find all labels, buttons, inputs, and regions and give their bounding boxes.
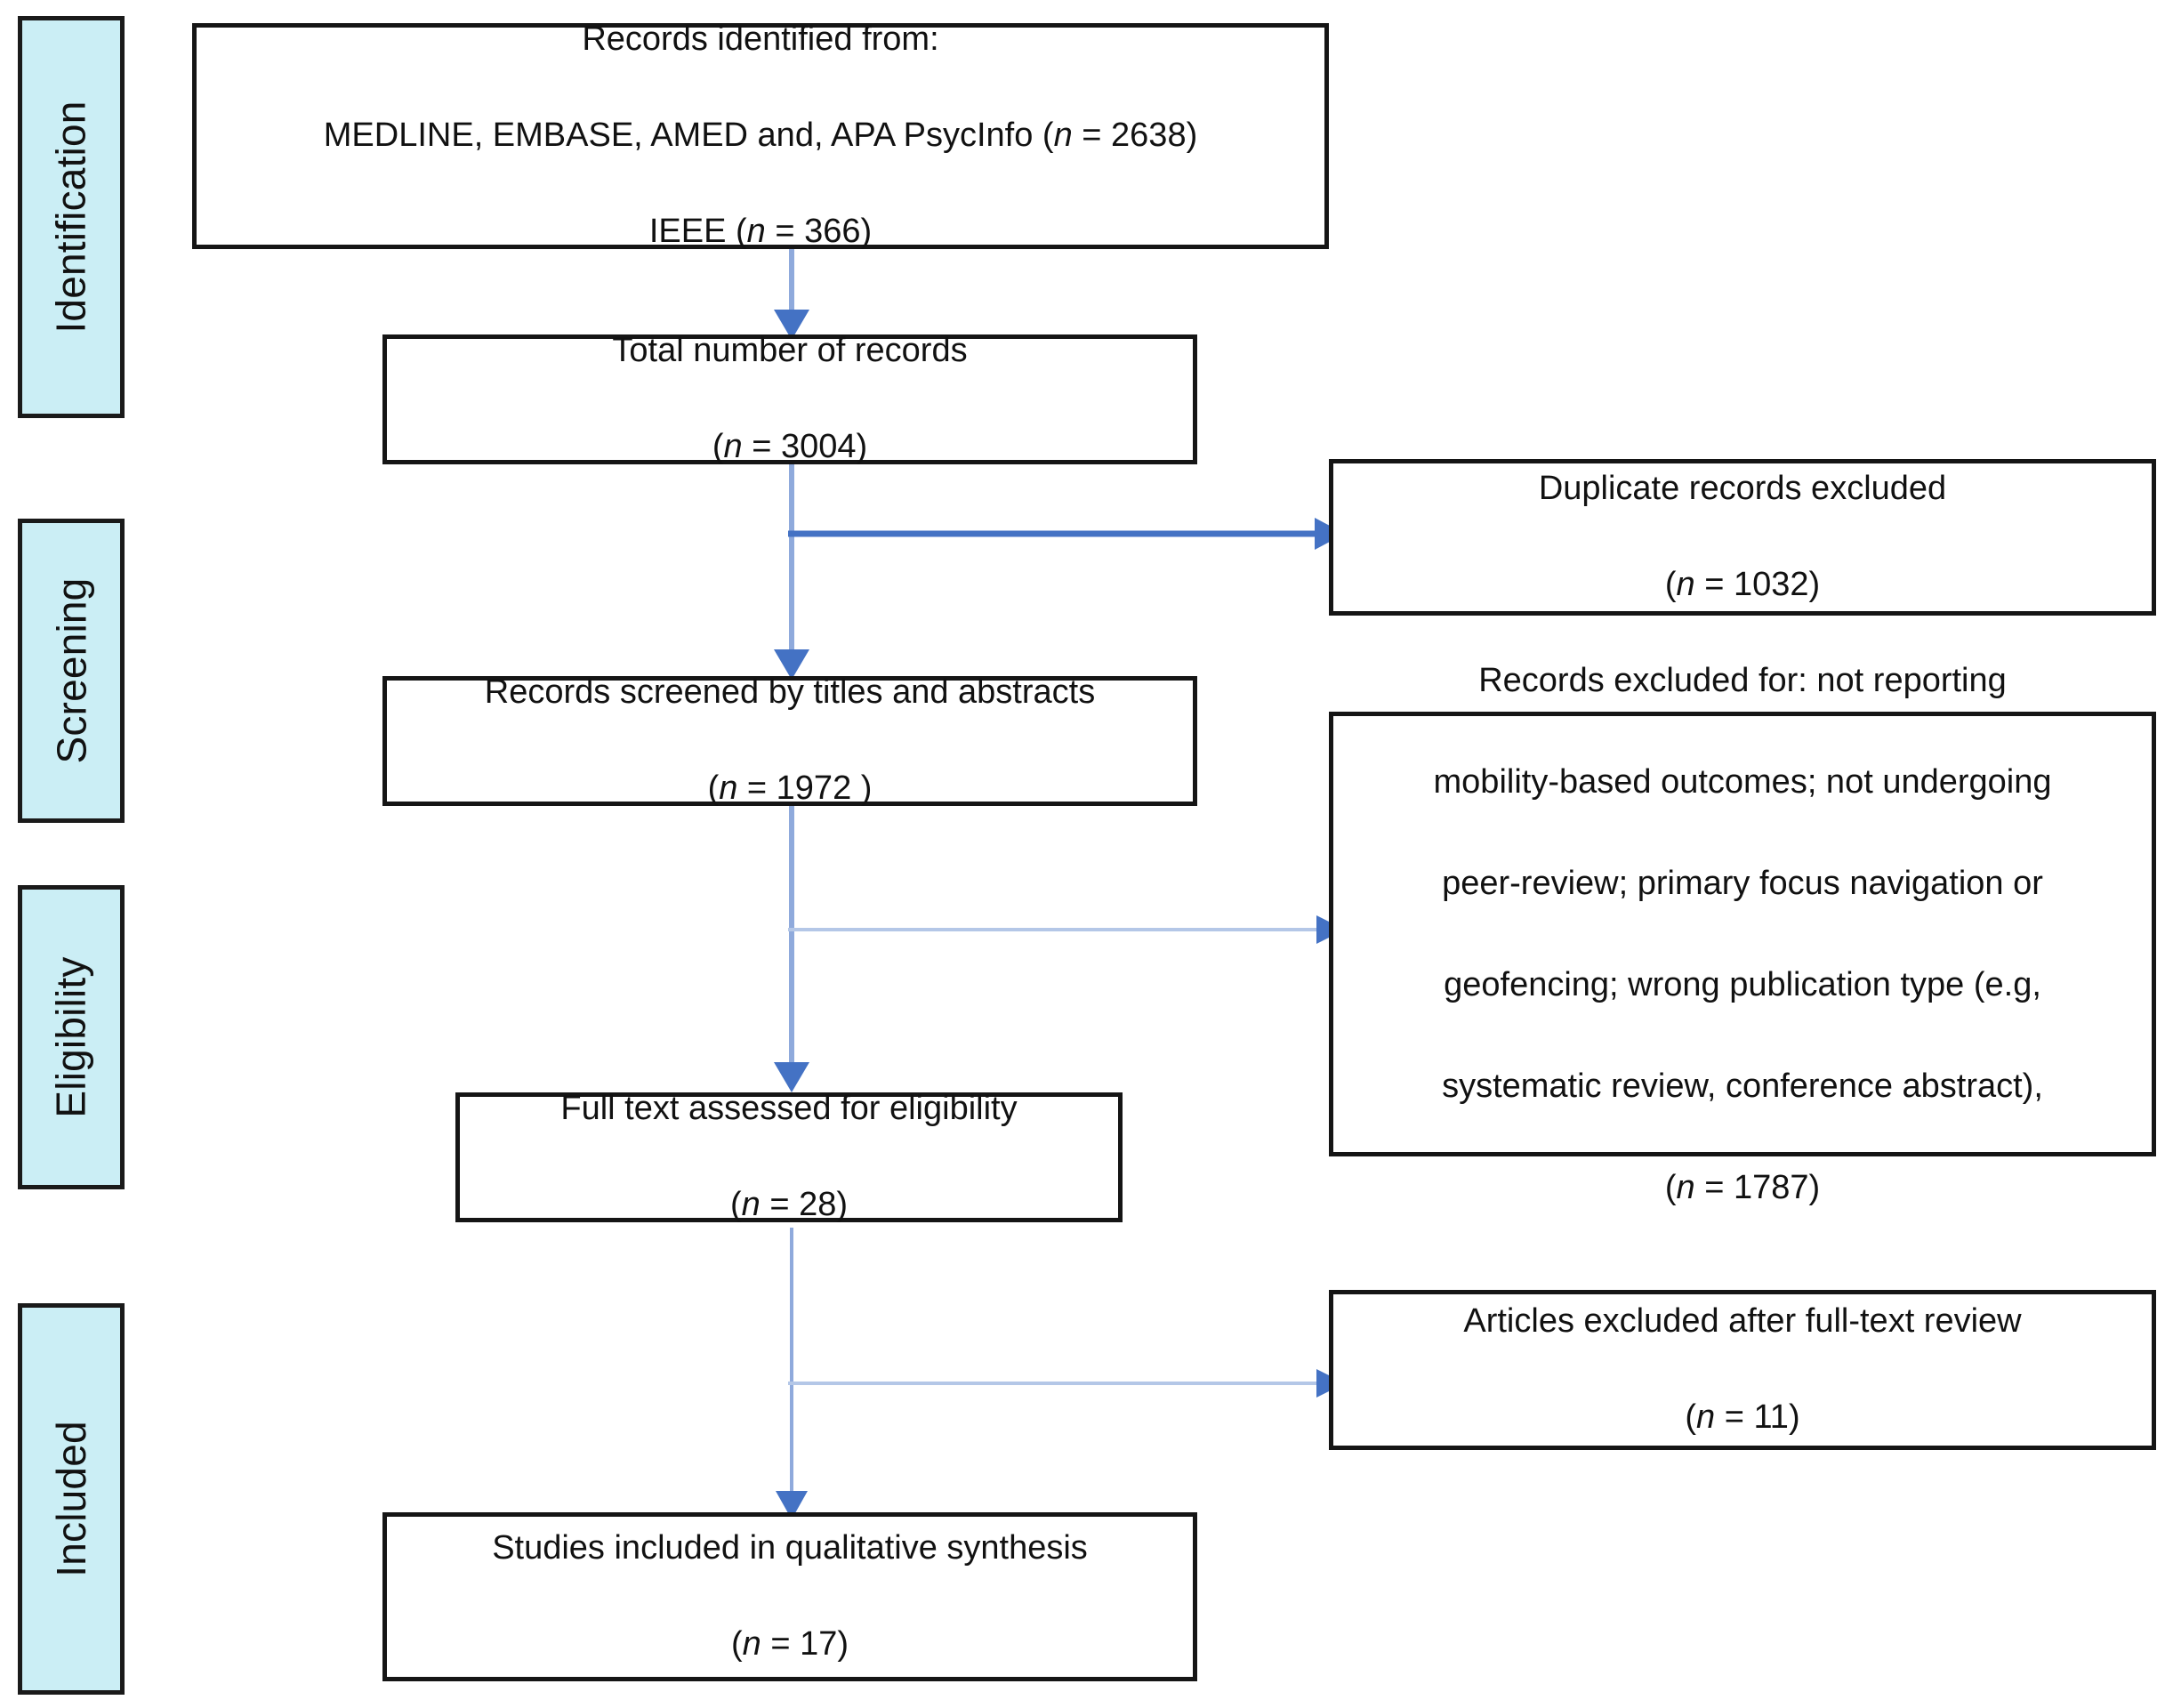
box-articles-excluded: Articles excluded after full-text review…	[1329, 1290, 2156, 1450]
stage-label-included-text: Included	[48, 1421, 95, 1577]
records-excluded-line-4: geofencing; wrong publication type (e.g,	[1444, 965, 2041, 1003]
box-records-screened: Records screened by titles and abstracts…	[382, 673, 1197, 807]
n-symbol: n	[741, 1185, 761, 1223]
records-screened-line-1: Records screened by titles and abstracts	[484, 673, 1096, 712]
n-symbol: n	[1676, 1168, 1695, 1206]
articles-excluded-line-2: (n = 11)	[1685, 1398, 1800, 1436]
stage-label-identification-text: Identification	[48, 101, 94, 334]
box-records-identified: Records identified from: MEDLINE, EMBASE…	[192, 20, 1329, 250]
stage-label-eligibility: Eligibility	[18, 885, 125, 1189]
n-symbol: n	[1053, 117, 1073, 155]
studies-included-line-1: Studies included in qualitative synthesi…	[492, 1529, 1088, 1567]
records-excluded-line-5: systematic review, conference abstract),	[1442, 1067, 2043, 1105]
n-symbol: n	[742, 1624, 761, 1663]
box-full-text-assessed-text: Full text assessed for eligibility (n = …	[548, 1037, 1029, 1277]
box-studies-included: Studies included in qualitative synthesi…	[382, 1512, 1197, 1681]
n-symbol: n	[746, 212, 766, 250]
stage-label-included: Included	[18, 1303, 125, 1695]
connector-total-to-screened	[765, 459, 818, 681]
n-symbol: n	[719, 769, 738, 807]
box-articles-excluded-text: Articles excluded after full-text review…	[1451, 1250, 2033, 1490]
records-identified-line-1: Records identified from:	[582, 20, 939, 59]
records-excluded-line-1: Records excluded for: not reporting	[1478, 661, 2007, 699]
box-duplicate-records-excluded: Duplicate records excluded (n = 1032)	[1329, 459, 2156, 616]
duplicates-excluded-line-1: Duplicate records excluded	[1538, 470, 1947, 508]
total-records-line-2: (n = 3004)	[712, 427, 868, 465]
studies-included-line-2: (n = 17)	[730, 1624, 849, 1663]
records-excluded-line-6: (n = 1787)	[1664, 1168, 1821, 1206]
records-screened-line-2: (n = 1972 )	[707, 769, 873, 807]
stage-label-screening-text: Screening	[48, 577, 94, 764]
stage-label-screening: Screening	[18, 519, 125, 823]
connector-screened-to-fulltext	[765, 801, 818, 1094]
box-total-records: Total number of records (n = 3004)	[382, 332, 1197, 465]
box-records-identified-text: Records identified from: MEDLINE, EMBASE…	[311, 0, 1210, 304]
duplicates-excluded-line-2: (n = 1032)	[1664, 565, 1821, 603]
box-duplicate-records-excluded-text: Duplicate records excluded (n = 1032)	[1526, 417, 1959, 657]
box-full-text-assessed: Full text assessed for eligibility (n = …	[455, 1090, 1123, 1223]
connector-fulltext-to-articles-excluded	[788, 1357, 1357, 1410]
records-excluded-line-3: peer-review; primary focus navigation or	[1442, 864, 2043, 902]
box-records-screened-text: Records screened by titles and abstracts…	[472, 621, 1107, 861]
connector-screened-to-records-excluded	[788, 903, 1357, 956]
box-studies-included-text: Studies included in qualitative synthesi…	[479, 1477, 1100, 1708]
stage-label-eligibility-text: Eligibility	[48, 956, 94, 1118]
box-records-excluded-text: Records excluded for: not reporting mobi…	[1421, 605, 2064, 1264]
total-records-line-1: Total number of records	[612, 332, 968, 370]
connector-fulltext-to-included	[765, 1228, 818, 1521]
articles-excluded-line-1: Articles excluded after full-text review	[1463, 1302, 2022, 1341]
records-identified-line-3: IEEE (n = 366)	[648, 212, 873, 250]
n-symbol: n	[1696, 1398, 1716, 1436]
full-text-assessed-line-1: Full text assessed for eligibility	[560, 1090, 1018, 1128]
records-excluded-line-2: mobility-based outcomes; not undergoing	[1433, 762, 2052, 801]
n-symbol: n	[723, 427, 743, 465]
n-symbol: n	[1676, 565, 1695, 603]
box-total-records-text: Total number of records (n = 3004)	[600, 279, 979, 520]
stage-label-identification: Identification	[18, 16, 125, 418]
box-records-excluded: Records excluded for: not reporting mobi…	[1329, 662, 2156, 1206]
connector-identified-to-total	[765, 246, 818, 343]
full-text-assessed-line-2: (n = 28)	[729, 1185, 849, 1223]
records-identified-line-2: MEDLINE, EMBASE, AMED and, APA PsycInfo …	[323, 117, 1198, 155]
